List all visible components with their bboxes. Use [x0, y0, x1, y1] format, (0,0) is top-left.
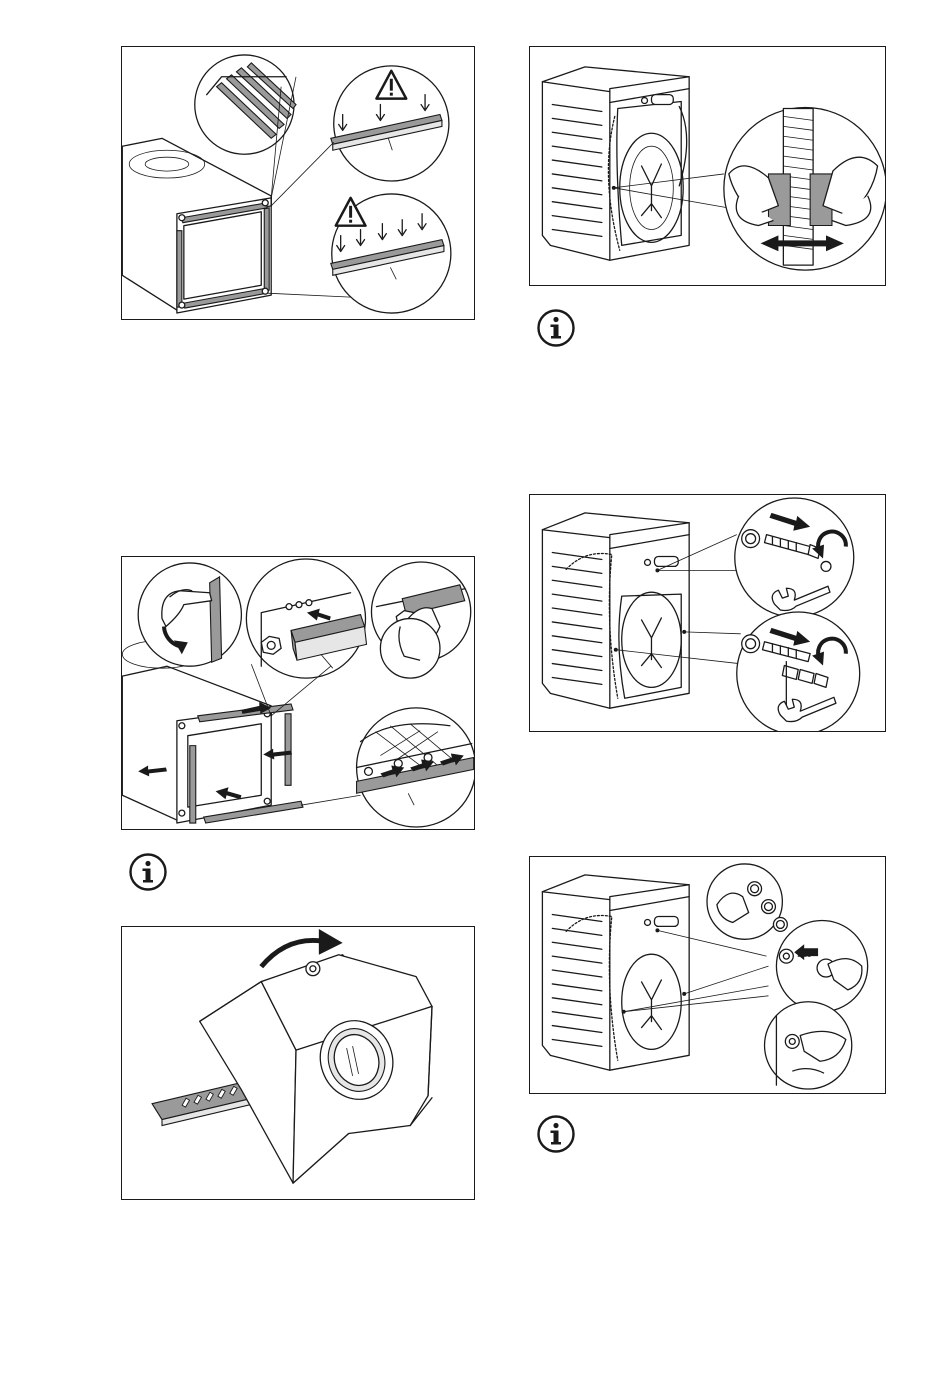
protection-strips-illustration — [122, 557, 474, 829]
remove-bolts-illustration — [530, 495, 885, 731]
info-note — [536, 308, 576, 348]
figure-release-hose — [529, 46, 886, 286]
info-icon — [536, 308, 576, 348]
figure-insert-caps — [529, 856, 886, 1094]
release-hose-illustration — [530, 47, 885, 285]
figure-mount-protection-strips — [121, 556, 475, 830]
figure-tilt-appliance — [121, 926, 475, 1200]
tilt-appliance-illustration — [122, 927, 474, 1199]
figure-remove-bolts — [529, 494, 886, 732]
info-note — [536, 1114, 576, 1154]
info-note — [128, 852, 168, 892]
info-icon — [128, 852, 168, 892]
info-icon — [536, 1114, 576, 1154]
figure-remove-transit-strips — [121, 46, 475, 320]
insert-caps-illustration — [530, 857, 885, 1093]
transit-strips-illustration — [122, 47, 474, 319]
